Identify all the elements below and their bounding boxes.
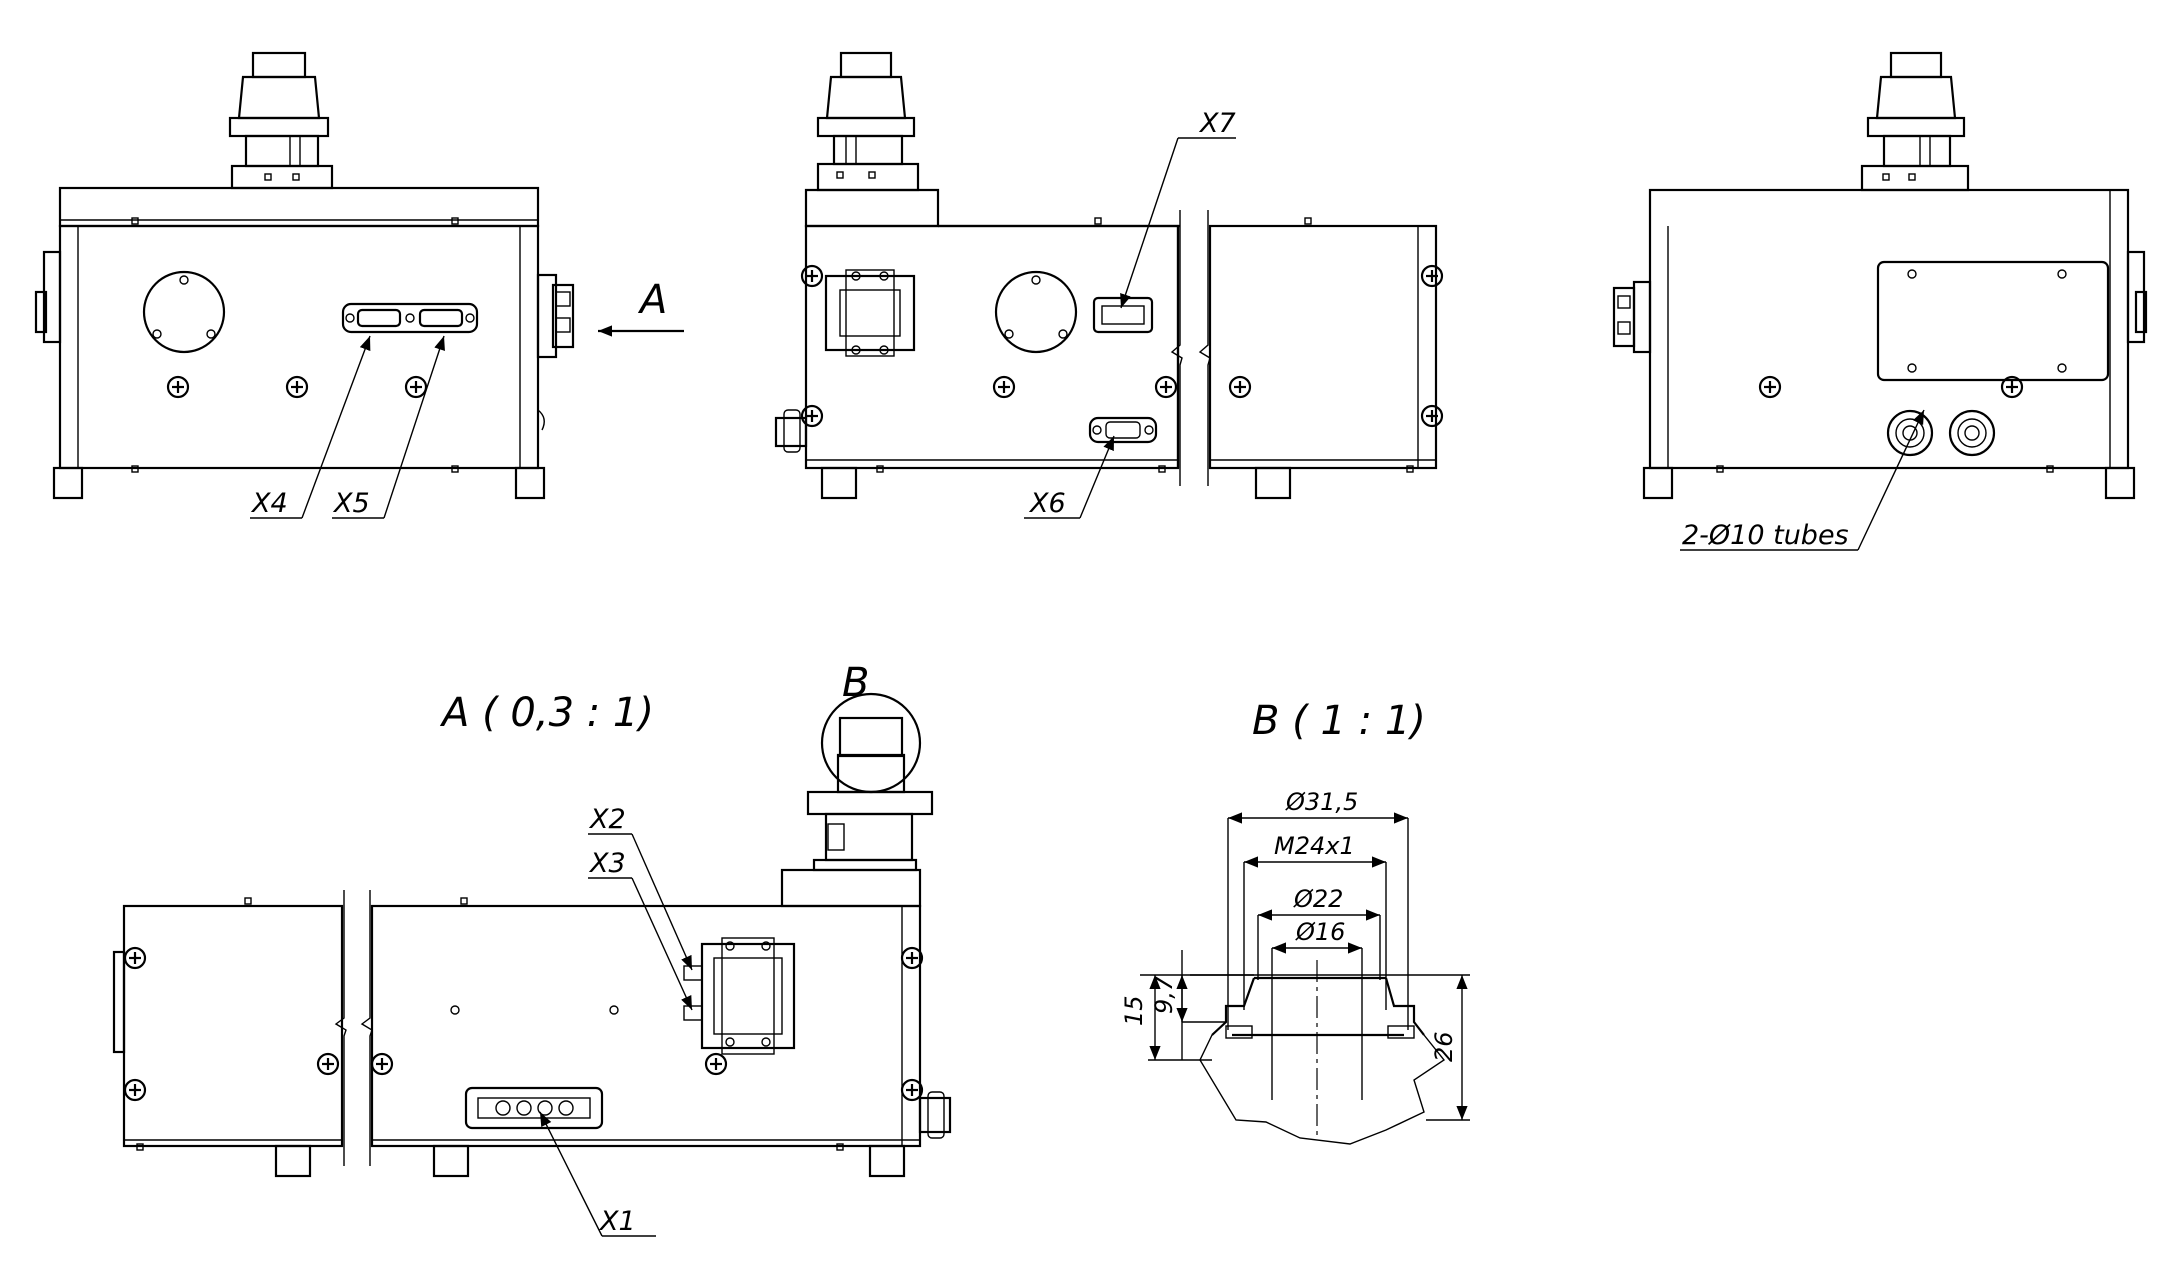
dim-d22: Ø22 — [1293, 885, 1343, 913]
view-front-right — [1612, 51, 2148, 500]
label-x1: X1 — [598, 1206, 636, 1237]
view-front-left — [34, 51, 575, 500]
leader-x5 — [332, 335, 445, 519]
view-b-title: B ( 1 : 1) — [1252, 698, 1426, 744]
leader-tubes — [1680, 409, 1925, 551]
label-x3: X3 — [588, 848, 626, 879]
dim-m24x1: M24x1 — [1274, 832, 1355, 860]
leader-x4 — [250, 335, 371, 519]
dim-h9-7: 9,7 — [1150, 975, 1178, 1014]
label-x7: X7 — [1198, 108, 1236, 139]
leader-x3 — [588, 877, 693, 1011]
label-tubes: 2-Ø10 tubes — [1682, 520, 1849, 551]
view-b-detail — [1199, 960, 1446, 1145]
view-a-title: A ( 0,3 : 1) — [439, 690, 654, 736]
label-x6: X6 — [1028, 488, 1066, 519]
callout-b-label: B — [842, 660, 869, 706]
dim-d16: Ø16 — [1295, 918, 1345, 946]
view-front-middle — [774, 51, 1444, 500]
leader-x7 — [1120, 137, 1236, 309]
leader-x1 — [539, 1111, 656, 1237]
dim-h26: 26 — [1430, 1031, 1458, 1062]
dim-h15: 15 — [1120, 995, 1148, 1026]
dim-d31-5: Ø31,5 — [1285, 788, 1358, 816]
view-a-side — [112, 692, 952, 1178]
leader-x6 — [1024, 435, 1115, 519]
label-x2: X2 — [588, 804, 626, 835]
label-x5: X5 — [332, 488, 370, 519]
dimension-lines — [1140, 812, 1470, 1121]
leader-x2 — [588, 833, 693, 971]
label-arrow-a: A — [637, 277, 667, 323]
label-x4: X4 — [250, 488, 288, 519]
